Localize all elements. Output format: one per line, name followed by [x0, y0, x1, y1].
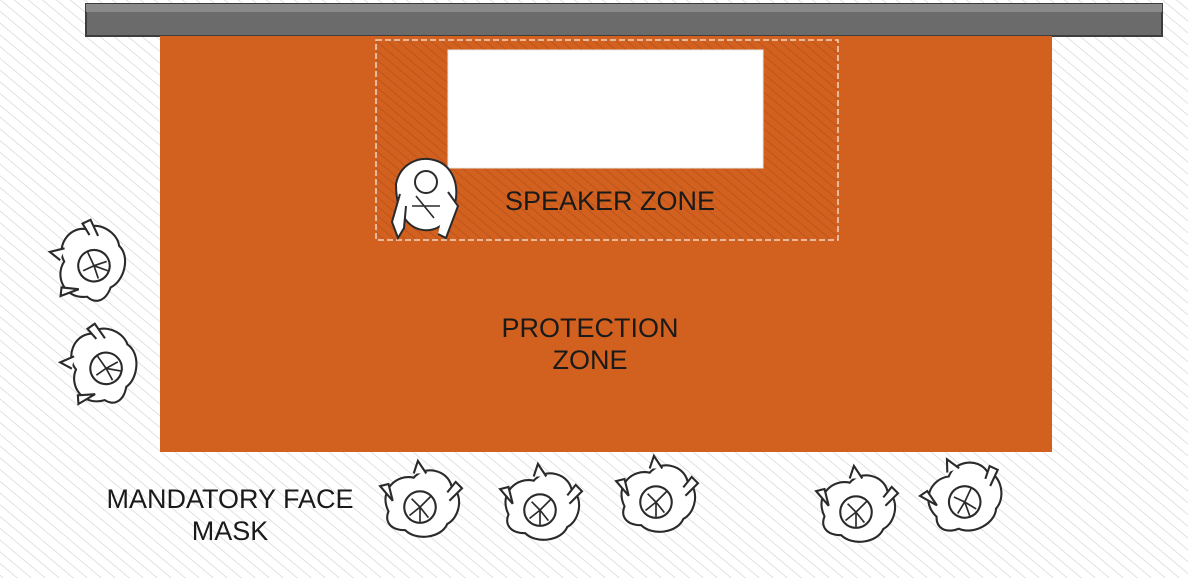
presentation-screen [447, 49, 764, 169]
speaker-figure-icon [390, 158, 460, 241]
protection-zone-label-line1: PROTECTION [501, 313, 679, 343]
mandatory-face-mask-label: MANDATORY FACE MASK [80, 483, 380, 548]
mask-label-line1: MANDATORY FACE [106, 484, 354, 514]
speaker-zone-label: SPEAKER ZONE [504, 186, 716, 216]
mask-label-line2: MASK [191, 516, 269, 547]
protection-zone-label: PROTECTION ZONE [470, 312, 710, 377]
protection-zone-label-line2: ZONE [552, 345, 628, 376]
